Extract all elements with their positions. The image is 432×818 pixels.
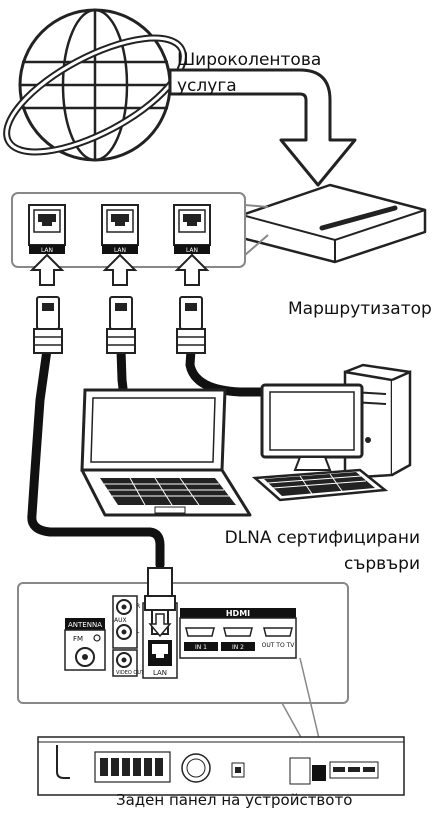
- dlna-label-line1: DLNA сертифицирани: [224, 528, 420, 548]
- video-out-label: VIDEO OUT: [116, 670, 145, 676]
- aux-jacks: R L AUX VIDEO OUT: [112, 595, 145, 677]
- rj45-plug-2: [106, 296, 136, 354]
- rj45-plug-1: [33, 296, 63, 354]
- device-lan-label: LAN: [153, 669, 167, 677]
- aux-label: AUX: [114, 617, 127, 624]
- router-port-label-2: LAN: [114, 247, 126, 254]
- router-port-label-1: LAN: [41, 247, 53, 254]
- arrow-up-icon: [174, 253, 210, 286]
- router-lan-port-2: LAN: [101, 204, 139, 254]
- internet-arrow: [168, 68, 357, 187]
- hdmi-out-label: OUT TO TV: [262, 642, 296, 649]
- rear-panel-zoom: ANTENNA FM R L AUX VIDEO OUT: [17, 567, 349, 769]
- router-device: [240, 183, 427, 264]
- desktop-computer-icon: [251, 363, 412, 502]
- dlna-label-line2: сървъри: [343, 554, 420, 574]
- fm-label: FM: [73, 635, 83, 643]
- hdmi-in1-label: IN 1: [195, 644, 207, 651]
- antenna-label: ANTENNA: [68, 621, 102, 629]
- arrow-up-icon: [29, 253, 65, 286]
- arrow-up-icon: [102, 253, 138, 286]
- rj45-plug-3: [176, 296, 206, 354]
- rear-panel-label: Заден панел на устройството: [116, 791, 353, 809]
- hdmi-ports: HDMI IN 1 IN 2 OUT TO TV: [179, 608, 297, 659]
- broadband-label-line1: Широколентова: [177, 50, 322, 70]
- aux-r-label: R: [136, 603, 140, 610]
- hdmi-in2-label: IN 2: [232, 644, 244, 651]
- hdmi-logo: HDMI: [226, 609, 250, 618]
- device-lan-port: LAN: [142, 567, 178, 679]
- aux-l-label: L: [136, 628, 140, 635]
- broadband-label-line2: услуга: [177, 76, 237, 96]
- router-label: Маршрутизатор: [288, 299, 432, 319]
- router-port-label-3: LAN: [186, 247, 198, 254]
- device-rear-panel: [37, 736, 405, 796]
- router-lan-port-1: LAN: [28, 204, 66, 254]
- globe-icon: [3, 8, 187, 162]
- laptop-icon: [80, 388, 252, 517]
- antenna-jack: ANTENNA FM: [64, 618, 106, 671]
- router-lan-port-3: LAN: [173, 204, 211, 254]
